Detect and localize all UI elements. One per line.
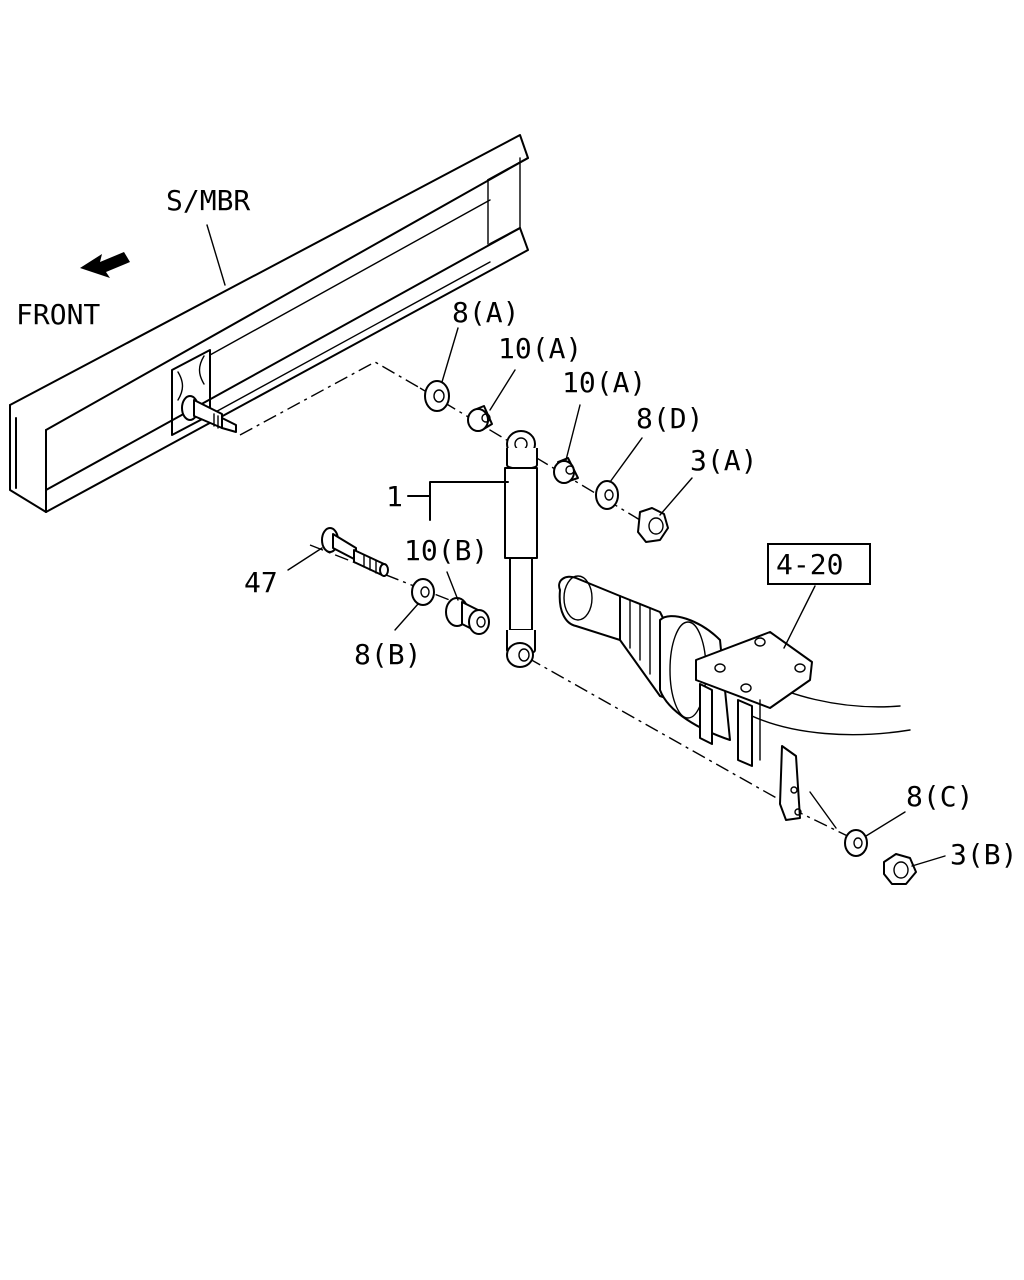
label-10b: 10(B) xyxy=(404,534,488,567)
reference-box-4-20 xyxy=(767,543,871,585)
washer-8d xyxy=(595,480,619,510)
nut-3b xyxy=(883,853,917,885)
assembly-centerlines xyxy=(239,361,861,843)
bushing-10a-upper xyxy=(467,405,493,432)
label-front: FRONT xyxy=(16,298,100,331)
shock-absorber xyxy=(504,430,538,668)
label-8c: 8(C) xyxy=(906,780,973,813)
label-frame-member: S/MBR xyxy=(166,184,250,217)
label-8b: 8(B) xyxy=(354,638,421,671)
front-arrow-icon xyxy=(80,252,130,278)
axle-housing xyxy=(558,575,911,829)
washer-8c xyxy=(844,829,868,857)
frame-side-member xyxy=(9,134,529,513)
label-3a: 3(A) xyxy=(690,444,757,477)
label-8a: 8(A) xyxy=(452,296,519,329)
bushing-10a-lower xyxy=(553,457,579,484)
label-4-20: 4-20 xyxy=(776,548,843,581)
leader-lines xyxy=(206,224,946,867)
label-3b: 3(B) xyxy=(950,838,1017,871)
label-8d: 8(D) xyxy=(636,402,703,435)
label-47: 47 xyxy=(244,566,278,599)
label-10a-lower: 10(A) xyxy=(562,366,646,399)
washer-8a xyxy=(424,380,450,412)
label-1: 1 xyxy=(386,480,403,513)
bolt-47 xyxy=(321,527,389,577)
nut-3a xyxy=(637,507,669,543)
washer-8b xyxy=(411,578,435,606)
label-10a-upper: 10(A) xyxy=(498,332,582,365)
bushing-10b xyxy=(445,597,490,635)
